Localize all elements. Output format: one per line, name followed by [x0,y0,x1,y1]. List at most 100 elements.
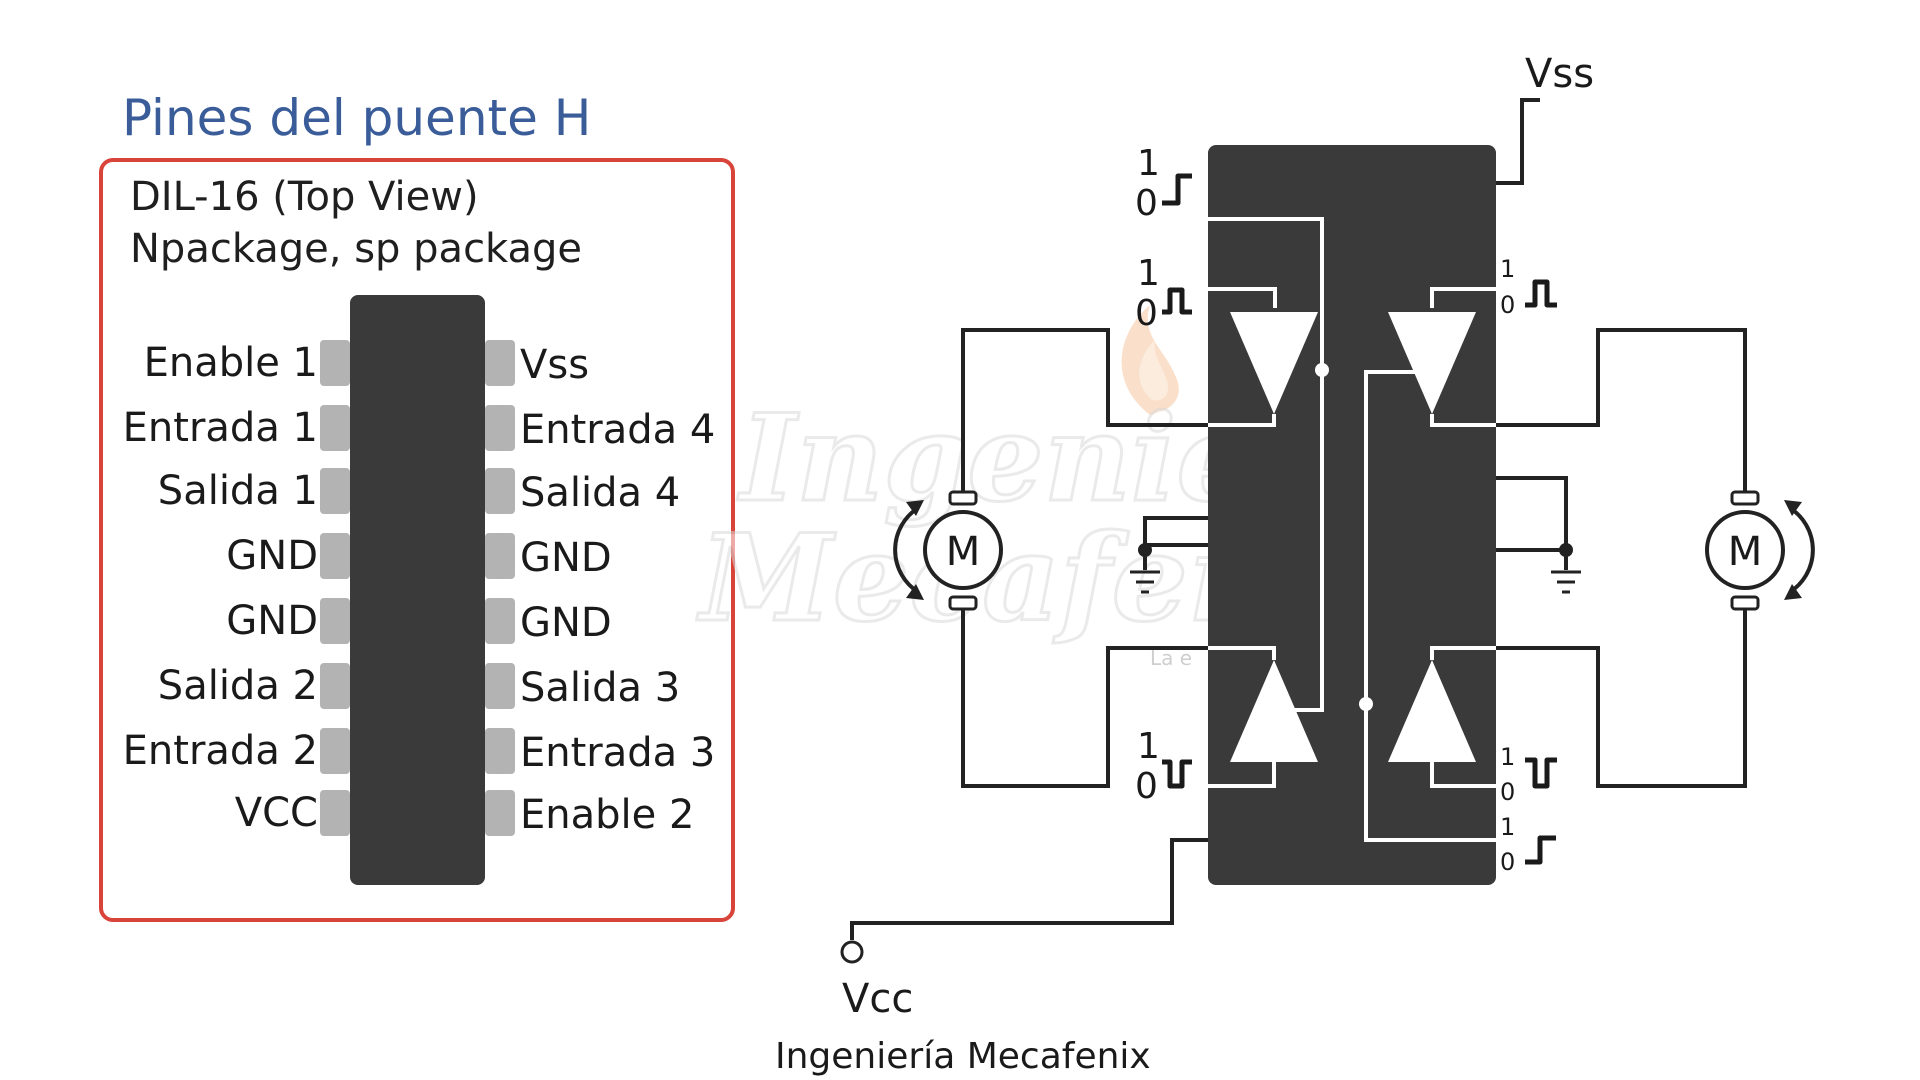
package-box [99,158,735,922]
signal-high-label: 1 [1137,253,1160,294]
vcc-label: Vcc [842,976,913,1022]
credit-label: Ingeniería Mecafenix [775,1036,1151,1077]
in3-pulse-signal: 10 [1500,743,1557,806]
gnd-right-dot [1559,543,1573,557]
waveform-icon [1525,757,1557,789]
right-pin-label: GND [520,600,612,646]
driver-triangle-3 [1388,660,1476,762]
page-title: Pines del puente H [122,89,591,147]
enable1-internal-line [1208,217,1324,712]
left-pin-label: GND [226,598,318,644]
in2-internal-line [1208,762,1276,788]
motor-right: M [1705,490,1815,611]
left-pin-label: Entrada 1 [123,405,318,451]
in1-pulse-signal: 10 [1135,253,1192,334]
signal-low-label: 0 [1135,183,1158,224]
in1-internal-line [1208,287,1277,308]
gnd-left-wire [1143,516,1208,570]
left-pin [320,598,350,644]
vss-wire [1495,98,1540,185]
package-type-label: DIL-16 (Top View) [130,174,479,220]
signal-low-label: 0 [1135,766,1158,807]
motor-left: M [893,490,1003,611]
left-pin [320,468,350,514]
in2-pulse-signal: 10 [1135,726,1192,807]
right-pin-label: Vss [520,342,589,388]
signal-low-label: 0 [1500,848,1515,876]
waveform-icon [1525,279,1557,308]
signal-high-label: 1 [1500,813,1515,841]
enable1-step-signal: 10 [1135,143,1192,224]
signal-low-label: 0 [1135,293,1158,334]
in4-internal-line [1430,287,1496,308]
right-pin [485,405,515,451]
ground-left-icon [1130,570,1160,594]
out2-to-motor-left [961,603,1208,788]
signal-high-label: 1 [1137,143,1160,184]
right-pin [485,598,515,644]
right-pin-label: GND [520,535,612,581]
left-pin [320,533,350,579]
signal-high-label: 1 [1500,255,1515,283]
in3-internal-line [1430,762,1496,788]
vcc-terminal [840,940,864,964]
waveform-icon [1162,287,1192,315]
waveform-icon [1162,173,1192,206]
waveform-icon [1525,835,1556,865]
ground-right-icon [1551,570,1581,594]
signal-low-label: 0 [1500,778,1515,806]
driver-triangle-4 [1388,312,1476,414]
gnd-right-wire [1496,476,1568,570]
right-pin-label: Entrada 4 [520,407,715,453]
rotation-arrow-left-icon [893,506,920,594]
flame-logo [1121,305,1179,415]
right-pin [485,468,515,514]
enable2-internal-line [1364,370,1496,842]
left-pin-label: Entrada 2 [123,728,318,774]
driver-triangle-1 [1230,312,1318,414]
motor-right-label: M [1728,529,1763,575]
right-pin-label: Salida 4 [520,470,680,516]
out4-internal-line [1430,414,1496,427]
right-pin [485,533,515,579]
junction-dot-1 [1315,363,1329,377]
right-pin [485,663,515,709]
right-pin [485,340,515,386]
left-pin-label: VCC [235,790,318,836]
signal-low-label: 0 [1500,291,1515,319]
left-pin [320,790,350,836]
out2-internal-line [1208,646,1276,660]
left-pin-label: Enable 1 [144,340,318,386]
left-pin-label: Salida 1 [158,468,318,514]
right-pin [485,790,515,836]
signal-high-label: 1 [1500,743,1515,771]
right-pin-label: Enable 2 [520,792,694,838]
out1-to-motor-left [961,328,1208,500]
left-pin-label: Salida 2 [158,663,318,709]
out3-to-motor-right [1496,603,1747,788]
driver-triangle-2 [1230,660,1318,762]
motor-left-label: M [946,529,981,575]
in4-pulse-signal: 10 [1500,255,1557,319]
vss-label: Vss [1525,51,1594,97]
out1-internal-line [1208,414,1276,427]
gnd-left-dot [1138,543,1152,557]
driver-ic-body [1208,145,1496,885]
right-pin-label: Entrada 3 [520,730,715,776]
left-pin [320,405,350,451]
signal-high-label: 1 [1137,726,1160,767]
left-pin [320,340,350,386]
junction-dot-2 [1359,697,1373,711]
package-variant-label: Npackage, sp package [130,226,582,272]
gnd-right-internal [1496,476,1568,547]
left-pin [320,663,350,709]
left-pin [320,728,350,774]
enable2-step-signal: 10 [1500,813,1556,876]
dil16-chip-body [350,295,485,885]
right-pin [485,728,515,774]
out3-internal-line [1430,646,1496,660]
